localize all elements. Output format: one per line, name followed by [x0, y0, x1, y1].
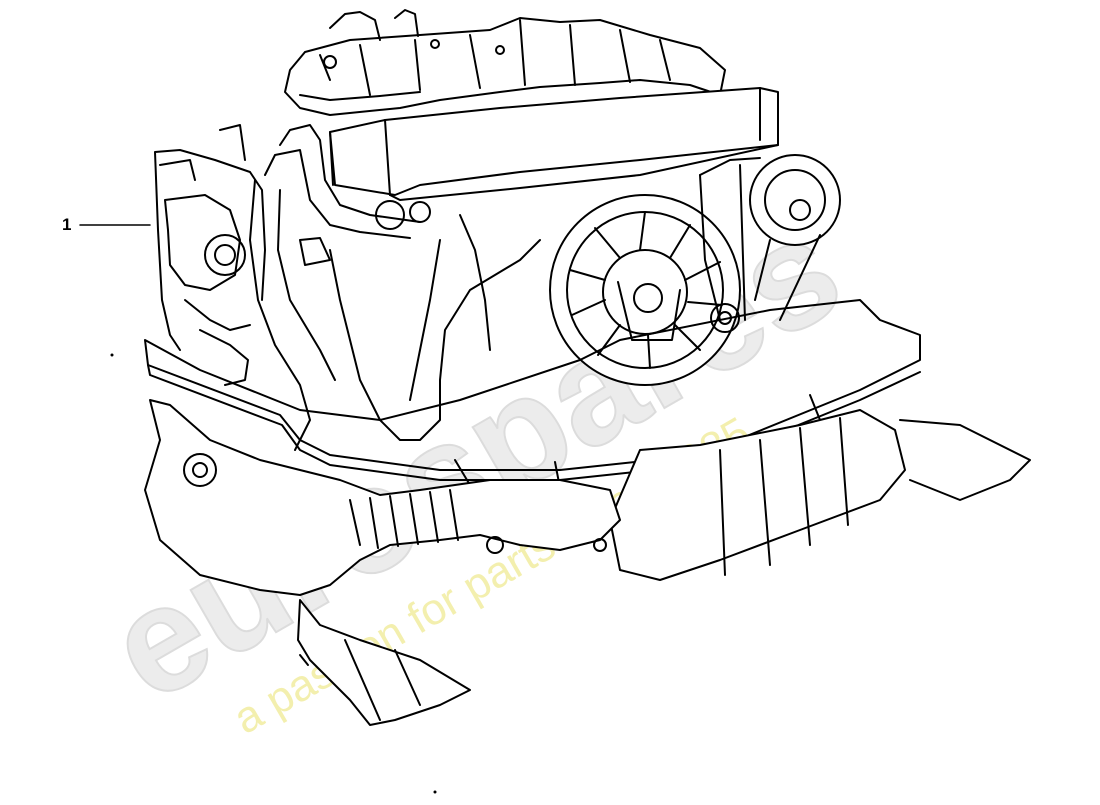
intake-housing — [284, 9, 726, 116]
tailpipe-left — [297, 599, 471, 726]
air-box — [329, 87, 779, 201]
reference-dot-bottom — [433, 790, 437, 794]
left-bracket — [154, 124, 266, 386]
callout-number-1: 1 — [62, 215, 72, 234]
cooling-fan — [549, 194, 741, 386]
muffler-right — [609, 409, 1031, 581]
heater-duct — [329, 214, 541, 441]
muffler-left — [144, 399, 621, 596]
engine-linework — [79, 9, 1031, 794]
intake-pipes — [249, 124, 431, 451]
alternator — [699, 154, 841, 333]
reference-dot — [110, 353, 114, 357]
